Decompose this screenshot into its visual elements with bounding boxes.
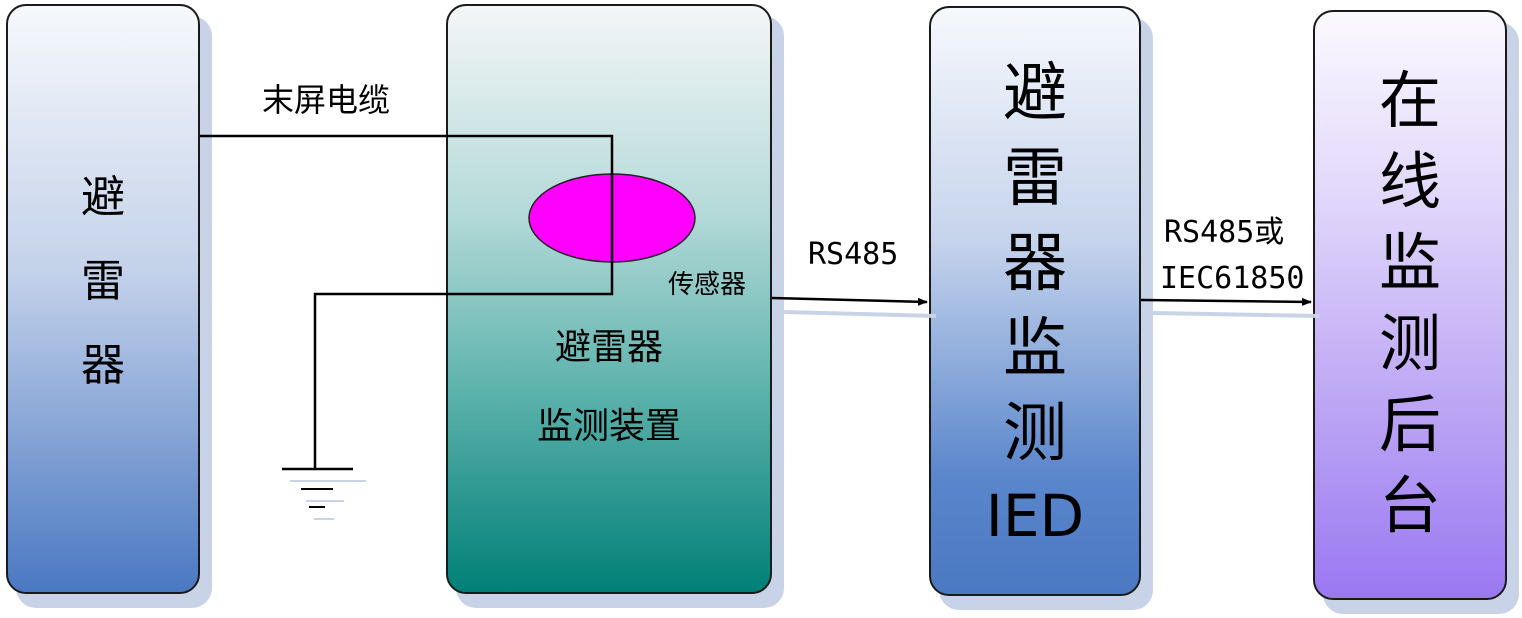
iec61850-label: IEC61850 bbox=[1160, 261, 1305, 296]
backend-char-4: 测 bbox=[1378, 307, 1441, 380]
ied-char-3: 器 bbox=[1003, 227, 1067, 301]
ied-char-2: 雷 bbox=[1003, 142, 1067, 216]
sensor-label: 传感器 bbox=[668, 270, 747, 300]
iec-arrow bbox=[1140, 297, 1312, 306]
monitoring-device-box bbox=[446, 4, 772, 594]
rs485-arrow bbox=[771, 296, 928, 306]
backend-char-6: 台 bbox=[1378, 469, 1441, 542]
arrester-char-3: 器 bbox=[81, 340, 125, 391]
arrester-char-1: 避 bbox=[81, 172, 125, 223]
tail-screen-cable-line bbox=[200, 134, 614, 468]
arrester-char-2: 雷 bbox=[81, 256, 125, 307]
backend-char-5: 后 bbox=[1378, 388, 1441, 461]
rs485-arrow-shadow bbox=[783, 310, 937, 318]
arrester-box bbox=[6, 4, 200, 594]
backend-box bbox=[1313, 10, 1507, 600]
ied-char-5: 测 bbox=[1003, 397, 1067, 471]
iec-arrow-shadow bbox=[1151, 311, 1321, 318]
backend-label: 在 线 监 测 后 台 bbox=[1313, 70, 1507, 537]
arrester-label: 避 雷 器 bbox=[6, 176, 200, 388]
backend-char-2: 线 bbox=[1378, 145, 1441, 218]
ied-box bbox=[929, 6, 1141, 596]
backend-char-1: 在 bbox=[1378, 64, 1441, 137]
ied-char-1: 避 bbox=[1003, 57, 1067, 131]
backend-char-3: 监 bbox=[1378, 226, 1441, 299]
ied-char-4: 监 bbox=[1003, 312, 1067, 386]
ground-icon bbox=[282, 467, 366, 520]
ied-label: 避 雷 器 监 测 IED bbox=[929, 62, 1141, 545]
rs485-label: RS485 bbox=[808, 237, 899, 272]
device-label-line1: 避雷器 bbox=[554, 327, 663, 368]
ied-char-6: IED bbox=[985, 482, 1085, 550]
rs485-or-label: RS485或 bbox=[1164, 215, 1285, 250]
device-label-line2: 监测装置 bbox=[536, 406, 681, 447]
cable-label: 末屏电缆 bbox=[262, 81, 391, 119]
